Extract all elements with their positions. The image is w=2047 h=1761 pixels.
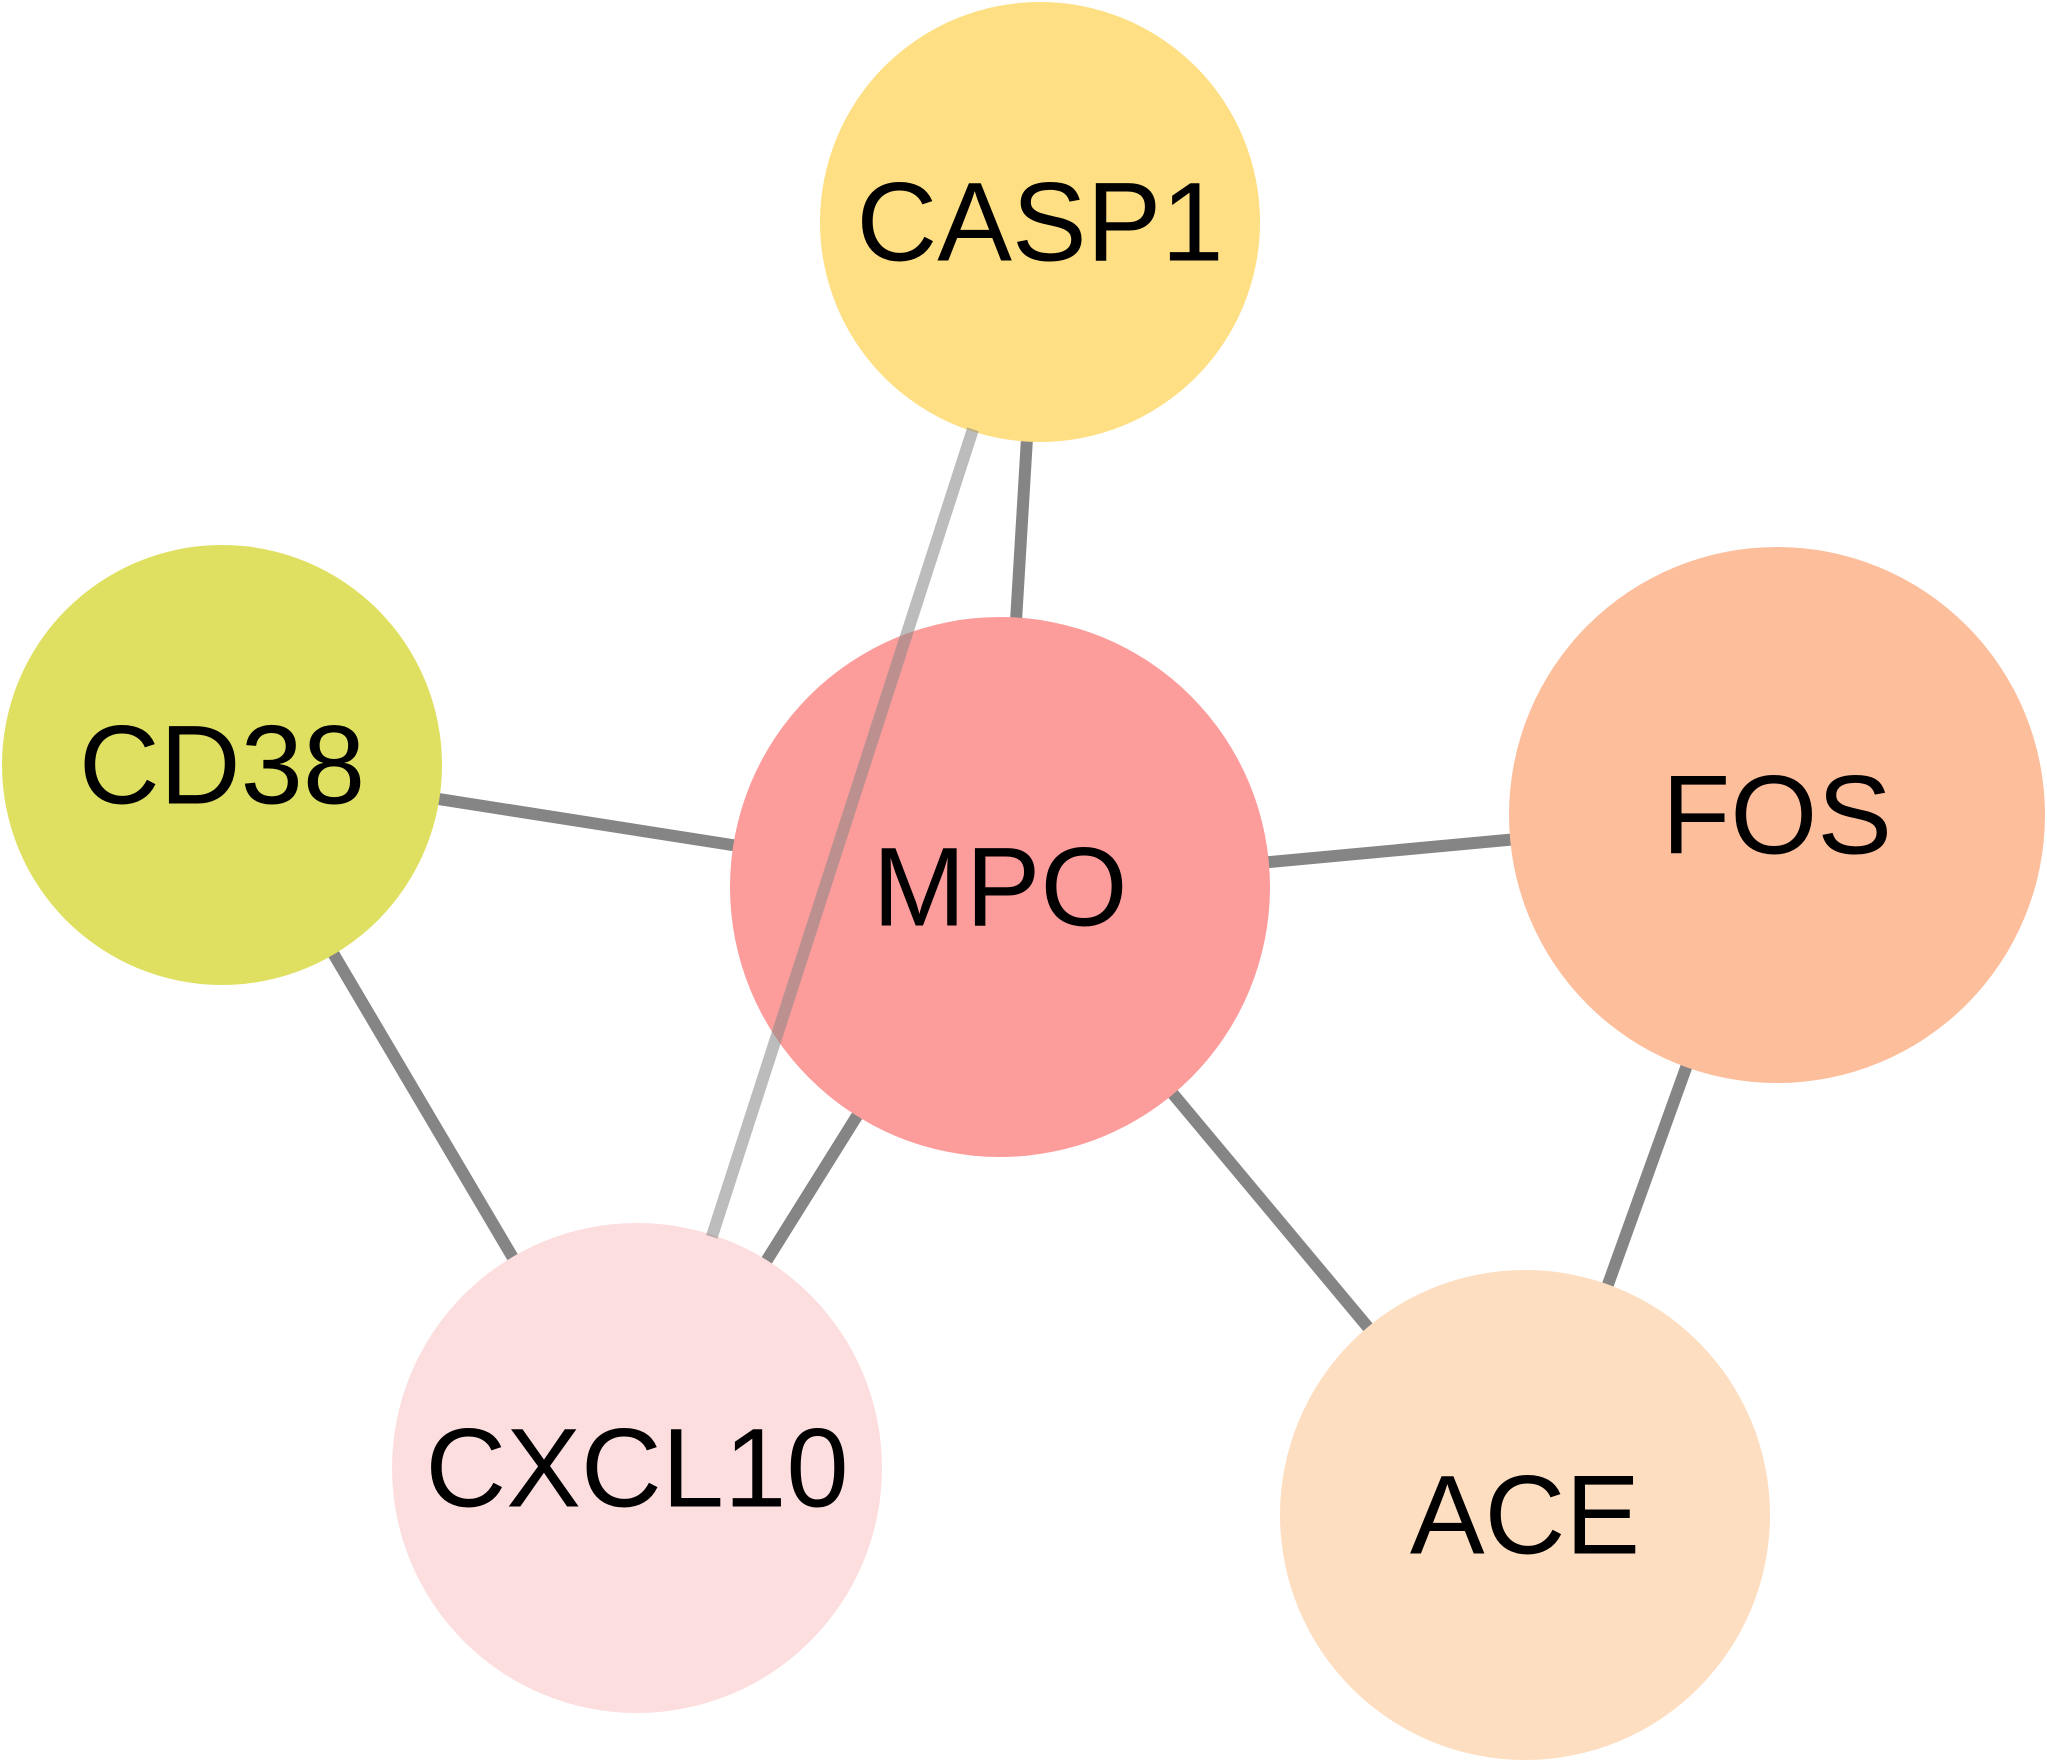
node-circle-casp1[interactable] [820, 2, 1260, 442]
edge-casp1-cxcl10 [706, 427, 979, 1239]
node-label-fos: FOS [1662, 753, 1892, 878]
node-mpo[interactable]: MPO [730, 617, 1270, 1157]
edges-layer [327, 439, 1693, 1333]
node-cd38[interactable]: CD38 [2, 545, 442, 985]
edge-fos-ace [1601, 1063, 1693, 1289]
node-circle-fos[interactable] [1509, 547, 2045, 1083]
overlay-layer [706, 427, 979, 1239]
edge-mpo-cxcl10 [760, 1111, 864, 1266]
node-label-mpo: MPO [872, 825, 1127, 950]
node-label-cxcl10: CXCL10 [425, 1406, 848, 1531]
node-circle-ace[interactable] [1280, 1270, 1770, 1760]
edge-cd38-mpo [436, 792, 737, 852]
node-casp1[interactable]: CASP1 [820, 2, 1260, 442]
edge-mpo-fos [1266, 833, 1513, 869]
node-label-cd38: CD38 [79, 703, 365, 828]
edge-cd38-cxcl10 [327, 949, 519, 1262]
node-circle-cd38[interactable] [2, 545, 442, 985]
node-label-ace: ACE [1410, 1453, 1640, 1578]
node-ace[interactable]: ACE [1280, 1270, 1770, 1760]
node-label-casp1: CASP1 [856, 160, 1223, 285]
node-fos[interactable]: FOS [1509, 547, 2045, 1083]
edge-mpo-ace [1167, 1088, 1374, 1333]
node-circle-cxcl10[interactable] [392, 1223, 882, 1713]
edge-casp1-mpo [1010, 439, 1033, 620]
node-cxcl10[interactable]: CXCL10 [392, 1223, 882, 1713]
